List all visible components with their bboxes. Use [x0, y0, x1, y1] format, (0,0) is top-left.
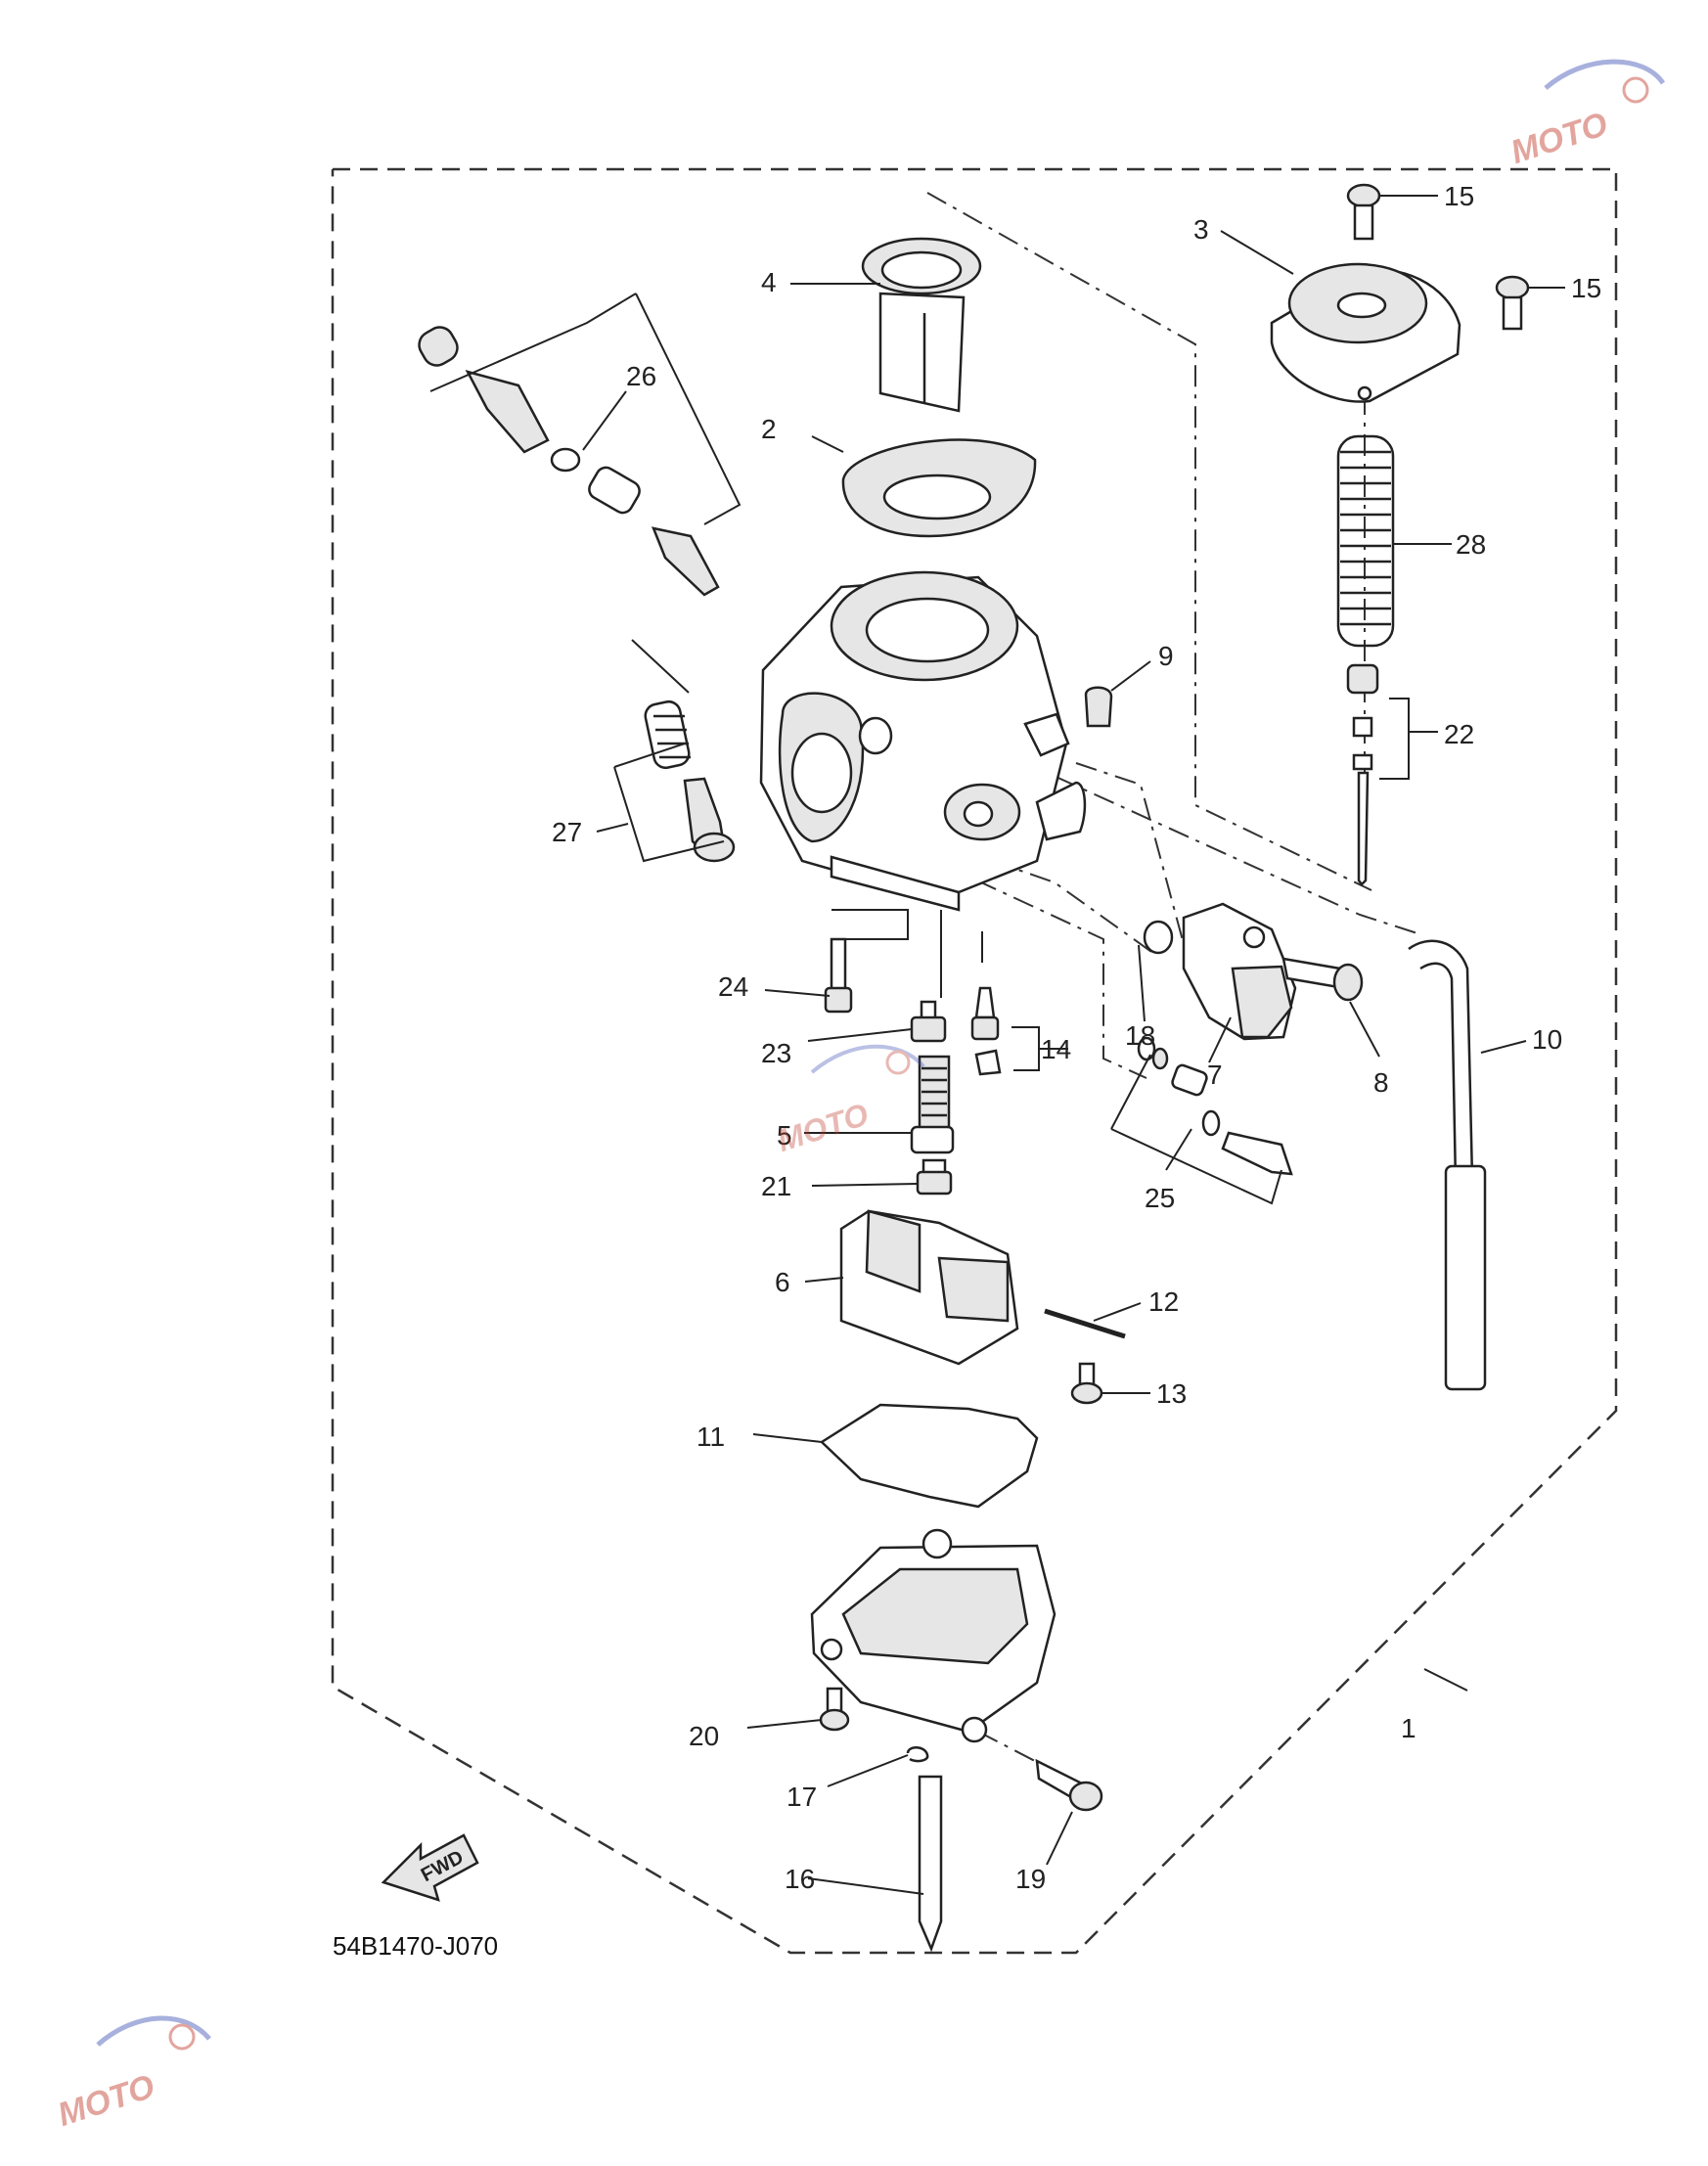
main-jet-part [916, 1158, 953, 1196]
clip-part [906, 1746, 929, 1763]
callout-28: 28 [1456, 529, 1486, 560]
overflow-hose-part [1408, 939, 1487, 1391]
callout-3: 3 [1193, 214, 1209, 245]
o-ring-18 [1143, 920, 1174, 955]
throttle-stop-screw [644, 699, 736, 863]
cover-screw-right [1495, 275, 1530, 331]
float-valve-part [970, 986, 1002, 1076]
throttle-valve-part [861, 237, 982, 413]
callout-23: 23 [761, 1038, 791, 1068]
starter-valve-part [1182, 902, 1297, 1041]
callout-1: 1 [1401, 1713, 1416, 1743]
air-screw-set [1137, 1036, 1293, 1176]
svg-text:MOTO: MOTO [773, 1096, 873, 1158]
callout-12: 12 [1148, 1286, 1179, 1317]
callout-13: 13 [1156, 1378, 1187, 1409]
callout-10: 10 [1532, 1024, 1562, 1055]
fwd-arrow-icon: FWD [381, 1833, 479, 1902]
callout-24: 24 [718, 971, 748, 1002]
top-cover-part [1270, 262, 1461, 403]
moto-guide-watermark-bottom: MOTO [53, 2015, 211, 2134]
needle-jet-part [824, 937, 853, 1014]
leader-lines [429, 195, 1565, 1895]
gasket-part [819, 1403, 1039, 1509]
drain-tube-part [918, 1775, 943, 1953]
callout-18: 18 [1125, 1020, 1155, 1051]
diagram-code: 54B1470-J070 [333, 1931, 498, 1961]
callout-14: 14 [1041, 1034, 1071, 1064]
callout-7: 7 [1207, 1060, 1223, 1090]
moto-guide-watermark-middle: MOTO [773, 1044, 925, 1158]
callout-8: 8 [1373, 1067, 1389, 1098]
main-nozzle-part [910, 1055, 955, 1154]
bowl-screw-part [819, 1687, 850, 1732]
callout-17: 17 [787, 1782, 817, 1812]
drain-screw-part [1035, 1758, 1103, 1812]
diaphragm-part [841, 438, 1037, 538]
float-pin-screw [1070, 1362, 1103, 1405]
carburetor-body [759, 570, 1087, 912]
svg-text:MOTO: MOTO [53, 2068, 158, 2134]
callout-15a: 15 [1444, 181, 1474, 211]
callout-15b: 15 [1571, 273, 1601, 303]
callout-11: 11 [697, 1421, 725, 1452]
callout-22: 22 [1444, 719, 1474, 749]
throttle-spring-part [1336, 434, 1395, 648]
moto-guide-watermark-top: MOTO [1506, 59, 1666, 171]
float-pin-part [1044, 1308, 1126, 1339]
callout-labels: 1 2 3 4 5 6 7 8 9 10 11 12 13 14 15 15 1… [552, 181, 1601, 1894]
callout-16: 16 [785, 1864, 815, 1894]
cap-part [1084, 686, 1113, 728]
pilot-screw-assembly [418, 326, 720, 597]
callout-27: 27 [552, 817, 582, 847]
assembly-boundary [331, 167, 1618, 1955]
callout-2: 2 [761, 414, 777, 444]
callout-25: 25 [1145, 1183, 1175, 1213]
callout-9: 9 [1158, 641, 1174, 671]
callout-20: 20 [689, 1721, 719, 1751]
callout-5: 5 [777, 1120, 792, 1151]
svg-text:MOTO: MOTO [1506, 106, 1612, 171]
callout-21: 21 [761, 1171, 791, 1201]
callout-6: 6 [775, 1267, 790, 1297]
callout-19: 19 [1015, 1864, 1046, 1894]
callout-26: 26 [626, 361, 656, 391]
float-bowl-part [810, 1528, 1056, 1743]
float-part [839, 1209, 1019, 1366]
callout-4: 4 [761, 267, 777, 297]
starter-screw-part [1281, 957, 1364, 1002]
pilot-jet-part [910, 1000, 947, 1043]
cover-screw-upper [1346, 183, 1381, 241]
jet-needle-part [1346, 663, 1379, 886]
